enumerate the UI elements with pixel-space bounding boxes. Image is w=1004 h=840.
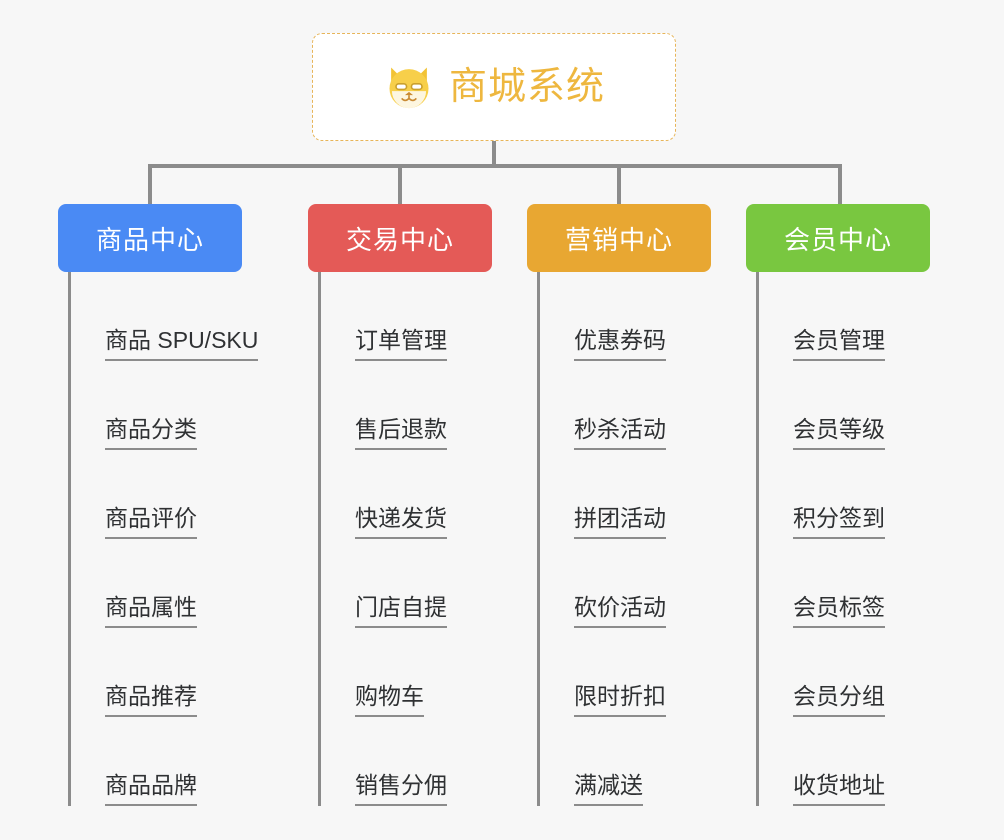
leaf-label: 收货地址 [793, 772, 885, 806]
list-item[interactable]: 销售分佣 [321, 717, 492, 806]
list-item[interactable]: 限时折扣 [540, 628, 711, 717]
list-item[interactable]: 砍价活动 [540, 539, 711, 628]
list-item[interactable]: 商品分类 [71, 361, 258, 450]
list-item[interactable]: 售后退款 [321, 361, 492, 450]
connector-bus-bar [148, 164, 842, 168]
branch-header-1[interactable]: 商品中心 [58, 204, 242, 272]
leaf-label: 商品 SPU/SKU [105, 327, 259, 361]
leaf-label: 限时折扣 [574, 683, 666, 717]
branch-header-label-4: 会员中心 [783, 224, 892, 255]
list-item[interactable]: 会员等级 [759, 361, 930, 450]
list-item[interactable]: 门店自提 [321, 539, 492, 628]
leaf-label: 销售分佣 [355, 772, 447, 806]
list-item[interactable]: 拼团活动 [540, 450, 711, 539]
leaf-label: 商品推荐 [105, 683, 197, 717]
leaf-label: 商品属性 [105, 594, 197, 628]
leaf-label: 拼团活动 [574, 505, 666, 539]
list-item[interactable]: 收货地址 [759, 717, 930, 806]
leaf-label: 门店自提 [355, 594, 447, 628]
branch-column-2: 交易中心 订单管理 售后退款 快递发货 门店自提 购物车 销售分佣 [308, 204, 492, 806]
leaf-label: 订单管理 [355, 327, 447, 361]
list-item[interactable]: 会员分组 [759, 628, 930, 717]
list-item[interactable]: 订单管理 [321, 272, 492, 361]
connector-drop-2 [398, 164, 402, 206]
leaf-label: 积分签到 [793, 505, 885, 539]
root-title: 商城系统 [448, 66, 605, 108]
branch-leaf-list-4: 会员管理 会员等级 积分签到 会员标签 会员分组 收货地址 [756, 272, 930, 806]
leaf-label: 商品评价 [105, 505, 197, 539]
leaf-label: 会员分组 [793, 683, 885, 717]
leaf-label: 商品品牌 [105, 772, 197, 806]
branch-header-label-3: 营销中心 [564, 224, 673, 255]
list-item[interactable]: 商品品牌 [71, 717, 258, 806]
leaf-label: 会员标签 [793, 594, 885, 628]
list-item[interactable]: 会员管理 [759, 272, 930, 361]
connector-root-trunk [492, 141, 496, 166]
leaf-label: 砍价活动 [574, 594, 666, 628]
branch-header-2[interactable]: 交易中心 [308, 204, 492, 272]
branch-column-1: 商品中心 商品 SPU/SKU 商品分类 商品评价 商品属性 商品推荐 商品品牌 [58, 204, 259, 806]
branch-leaf-list-2: 订单管理 售后退款 快递发货 门店自提 购物车 销售分佣 [318, 272, 492, 806]
root-node[interactable]: 商城系统 [312, 33, 676, 141]
branch-header-label-2: 交易中心 [345, 224, 454, 255]
list-item[interactable]: 购物车 [321, 628, 492, 717]
leaf-label: 商品分类 [105, 416, 197, 450]
leaf-label: 快递发货 [355, 505, 447, 539]
leaf-label: 优惠券码 [574, 327, 666, 361]
list-item[interactable]: 积分签到 [759, 450, 930, 539]
branch-column-3: 营销中心 优惠券码 秒杀活动 拼团活动 砍价活动 限时折扣 满减送 [527, 204, 711, 806]
leaf-label: 售后退款 [355, 416, 447, 450]
branch-leaf-list-1: 商品 SPU/SKU 商品分类 商品评价 商品属性 商品推荐 商品品牌 [68, 272, 259, 806]
list-item[interactable]: 商品推荐 [71, 628, 258, 717]
leaf-label: 会员等级 [793, 416, 885, 450]
branch-leaf-list-3: 优惠券码 秒杀活动 拼团活动 砍价活动 限时折扣 满减送 [537, 272, 711, 806]
list-item[interactable]: 秒杀活动 [540, 361, 711, 450]
leaf-label: 会员管理 [793, 327, 885, 361]
connector-drop-4 [838, 164, 842, 206]
list-item[interactable]: 商品评价 [71, 450, 258, 539]
shiba-dog-face-icon [389, 67, 429, 110]
connector-drop-1 [148, 164, 152, 206]
connector-drop-3 [617, 164, 621, 206]
list-item[interactable]: 快递发货 [321, 450, 492, 539]
list-item[interactable]: 满减送 [540, 717, 711, 806]
list-item[interactable]: 优惠券码 [540, 272, 711, 361]
branch-header-3[interactable]: 营销中心 [527, 204, 711, 272]
list-item[interactable]: 商品 SPU/SKU [71, 272, 259, 361]
list-item[interactable]: 会员标签 [759, 539, 930, 628]
leaf-label: 满减送 [574, 772, 643, 806]
branch-header-label-1: 商品中心 [95, 224, 204, 255]
branch-column-4: 会员中心 会员管理 会员等级 积分签到 会员标签 会员分组 收货地址 [746, 204, 930, 806]
list-item[interactable]: 商品属性 [71, 539, 258, 628]
leaf-label: 秒杀活动 [574, 416, 666, 450]
branch-header-4[interactable]: 会员中心 [746, 204, 930, 272]
leaf-label: 购物车 [355, 683, 424, 717]
